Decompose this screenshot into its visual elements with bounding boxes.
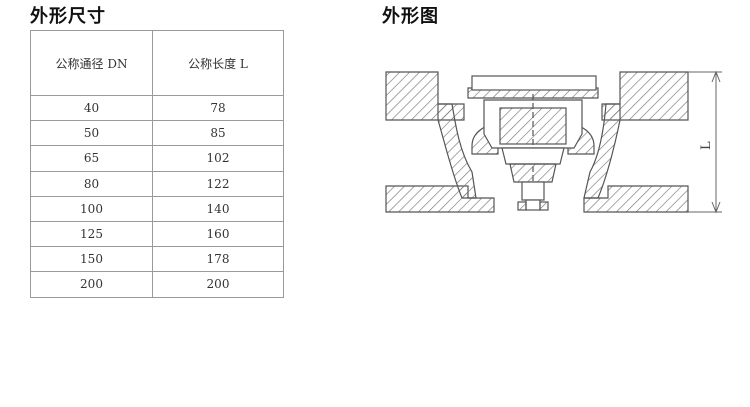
valve-bonnet: [471, 75, 597, 186]
drawing-heading: 外形图: [382, 6, 439, 27]
dn-cell: 65: [30, 145, 153, 172]
dn-cell: 80: [30, 170, 153, 197]
dn-cell: 150: [30, 246, 153, 273]
header-nominal-diameter: 公称通径 DN: [30, 30, 153, 96]
length-cell: 200: [152, 271, 284, 298]
length-dimension-label: L: [699, 141, 714, 150]
length-cell: 140: [152, 195, 284, 222]
dn-cell: 200: [30, 271, 153, 298]
length-cell: 122: [152, 170, 284, 197]
dn-cell: 125: [30, 220, 153, 248]
header-nominal-length: 公称长度 L: [152, 30, 284, 96]
dn-cell: 40: [30, 94, 153, 122]
valve-cross-section-drawing: L: [385, 70, 722, 214]
length-dimension: [688, 70, 722, 214]
dimensions-heading: 外形尺寸: [30, 6, 106, 27]
length-cell: 178: [152, 246, 284, 273]
length-cell: 85: [152, 120, 284, 147]
length-cell: 102: [152, 145, 284, 172]
valve-disc: [509, 163, 557, 211]
length-cell: 78: [152, 94, 284, 122]
dn-cell: 50: [30, 120, 153, 147]
valve-body: [385, 71, 689, 213]
dn-cell: 100: [30, 195, 153, 222]
length-cell: 160: [152, 220, 284, 248]
table-header-row: 公称通径 DN 公称长度 L: [30, 30, 284, 96]
